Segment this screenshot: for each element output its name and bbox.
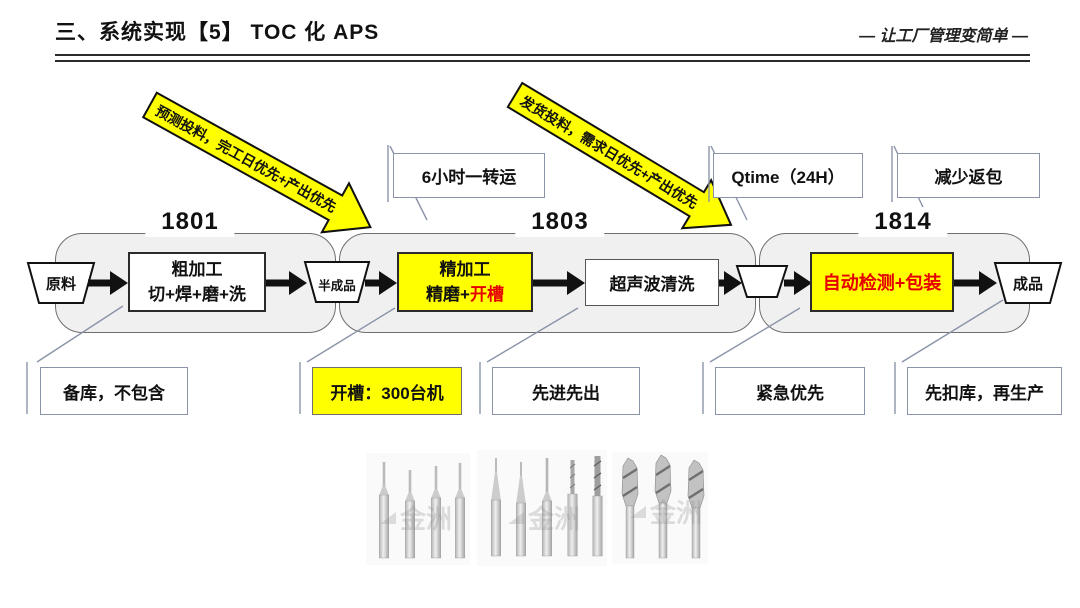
flow-arrows	[88, 271, 997, 295]
banner-text-forecast: 预测投料，完工日优先+产出优先	[153, 102, 339, 215]
clean-label: 超声波清洗	[609, 275, 695, 294]
callout-qtime-24h: Qtime（24H）	[713, 153, 863, 198]
process-fine-machining: 精加工 精磨+开槽	[397, 252, 533, 312]
process-rough-machining: 粗加工 切+焊+磨+洗	[128, 252, 266, 312]
callout-deduct-stock-then-produce: 先扣库，再生产	[907, 367, 1062, 415]
semi-finished-label: 半成品	[318, 279, 356, 293]
callout-transfer-every-6h: 6小时一转运	[393, 153, 545, 198]
rough-line1: 粗加工	[171, 259, 223, 279]
callout-reduce-rework: 减少返包	[897, 153, 1040, 198]
buffer-shape	[735, 265, 789, 298]
watermark-2: 金洲	[508, 504, 580, 534]
page-title: 三、系统实现【5】 TOC 化 APS	[55, 21, 380, 44]
process-auto-inspect-pack: 自动检测+包装	[810, 252, 954, 312]
raw-material-label: 原料	[45, 276, 76, 293]
drill-bits-photo-group-3: 金洲	[612, 452, 708, 564]
watermark-1: 金洲	[380, 504, 452, 534]
pack-label: 自动检测+包装	[822, 273, 942, 293]
finish-line2: 精磨+开槽	[426, 282, 504, 308]
finished-goods-shape	[993, 262, 1063, 304]
stage-label-1814: 1814	[858, 207, 948, 237]
callout-fifo: 先进先出	[492, 367, 640, 415]
finished-goods-label: 成品	[1012, 276, 1043, 293]
drill-bits-photo-group-1: 金洲	[366, 453, 470, 565]
slogan: — 让工厂管理变简单 —	[859, 28, 1028, 45]
finish-line2-red: 开槽	[469, 285, 504, 304]
header-divider	[55, 54, 1030, 62]
svg-text:金洲: 金洲	[399, 504, 452, 534]
process-ultrasonic-cleaning: 超声波清洗	[585, 259, 719, 306]
watermark-3: 金洲	[630, 498, 702, 528]
callout-urgent-priority: 紧急优先	[715, 367, 865, 415]
drill-bits-photo-group-2: 金洲	[477, 450, 607, 566]
raw-material-shape	[26, 262, 96, 304]
stage-label-1803: 1803	[515, 207, 605, 237]
stage-label-1801: 1801	[145, 207, 235, 237]
trapezoid-nodes	[26, 261, 1063, 304]
svg-text:金洲: 金洲	[649, 498, 702, 528]
semi-finished-shape	[303, 261, 371, 303]
rough-line2: 切+焊+磨+洗	[148, 285, 246, 304]
finish-line2-black: 精磨+	[426, 285, 470, 304]
finish-line1: 精加工	[439, 259, 491, 279]
callout-stock-not-included: 备库，不包含	[40, 367, 188, 415]
callout-slotting-300-machines: 开槽：300台机	[312, 367, 462, 415]
svg-text:金洲: 金洲	[527, 504, 580, 534]
bottom-callout-leaders	[26, 299, 1004, 414]
